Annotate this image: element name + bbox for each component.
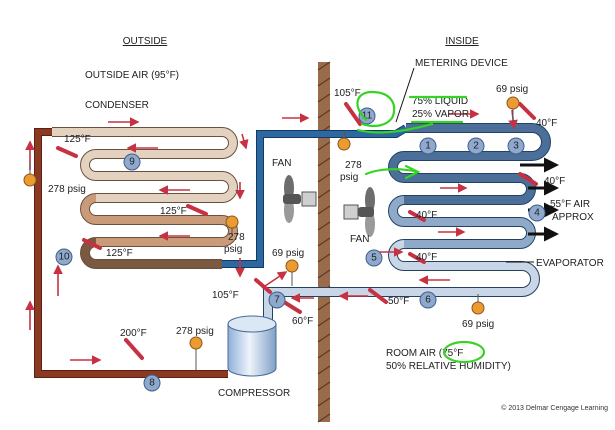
- outside-fan-icon: [283, 175, 317, 223]
- compressor-body: [227, 323, 277, 377]
- reading-40f-coil-2: 40°F: [416, 252, 437, 263]
- svg-text:2: 2: [473, 141, 479, 152]
- metering-device-label: METERING DEVICE: [415, 58, 508, 69]
- liquid-percent-label: 75% LIQUID: [412, 96, 468, 107]
- svg-text:9: 9: [129, 157, 135, 168]
- reading-105f-top: 105°F: [334, 88, 361, 99]
- reading-40f-top: 40°F: [536, 118, 557, 129]
- reading-60f: 60°F: [292, 316, 313, 327]
- reading-69psig-top: 69 psig: [496, 84, 528, 95]
- inside-fan-icon: [343, 187, 375, 237]
- reading-200f: 200°F: [120, 328, 147, 339]
- air-out-label-2: APPROX: [552, 212, 594, 223]
- reading-278psig-compressor: 278 psig: [176, 326, 214, 337]
- green-annotation-marks: [356, 90, 486, 364]
- point-badge-9: 9: [123, 153, 141, 171]
- reading-125f-mid: 125°F: [160, 206, 187, 217]
- point-badge-2: 2: [467, 137, 485, 155]
- copyright-text: © 2013 Delmar Cengage Learning: [501, 404, 608, 412]
- reading-278psig-left: 278 psig: [48, 184, 86, 195]
- point-badge-7: 7: [268, 291, 286, 309]
- reading-278-inside: 278: [345, 160, 362, 171]
- gauge-stems: [29, 109, 514, 370]
- point-badge-5: 5: [365, 249, 383, 267]
- compressor-top: [227, 315, 277, 333]
- condenser-coil-middle: [81, 194, 237, 246]
- svg-text:7: 7: [274, 295, 280, 306]
- svg-text:1: 1: [425, 141, 431, 152]
- reading-125f-top: 125°F: [64, 134, 91, 145]
- condenser-coil-upper: [52, 128, 237, 202]
- inside-header: INSIDE: [445, 36, 479, 47]
- point-badge-11: 11: [358, 107, 376, 125]
- reading-psig-inside: psig: [340, 172, 358, 183]
- reading-psig-right: psig: [224, 244, 242, 255]
- reading-40f-coil-1: 40°F: [416, 210, 437, 221]
- point-badge-10: 10: [55, 248, 73, 266]
- outside-header: OUTSIDE: [123, 36, 168, 47]
- compressor-label: COMPRESSOR: [218, 388, 290, 399]
- svg-text:3: 3: [513, 141, 519, 152]
- point-badge-3: 3: [507, 137, 525, 155]
- reading-40f-right: 40°F: [544, 176, 565, 187]
- vapor-percent-label: 25% VAPOR: [412, 109, 469, 120]
- svg-text:11: 11: [362, 111, 373, 122]
- point-badge-8: 8: [143, 374, 161, 392]
- pressure-gauges: [23, 96, 520, 350]
- inside-fan-label: FAN: [350, 234, 369, 245]
- point-badge-6: 6: [419, 291, 437, 309]
- wall-hatching: [317, 61, 331, 423]
- room-air-label: ROOM AIR (75°F: [386, 348, 463, 359]
- reading-125f-bottom: 125°F: [106, 248, 133, 259]
- reading-69psig-suction: 69 psig: [272, 248, 304, 259]
- metering-device-leader: [395, 67, 415, 123]
- hot-gas-line: [35, 129, 228, 377]
- thermometer-probes: [56, 102, 538, 360]
- room-humidity-label: 50% RELATIVE HUMIDITY): [386, 361, 511, 372]
- reading-50f: 50°F: [388, 296, 409, 307]
- condenser-label: CONDENSER: [85, 100, 149, 111]
- outside-air-label: OUTSIDE AIR (95°F): [85, 70, 179, 81]
- outside-fan-label: FAN: [272, 158, 291, 169]
- point-badge-1: 1: [419, 137, 437, 155]
- svg-text:6: 6: [425, 295, 431, 306]
- evaporator-label: EVAPORATOR: [536, 258, 604, 269]
- reading-105f-bottom: 105°F: [212, 290, 239, 301]
- reading-278-right: 278: [228, 232, 245, 243]
- evaporator-coil-middle: [389, 196, 535, 248]
- svg-text:8: 8: [149, 378, 155, 389]
- reading-69psig-bottom: 69 psig: [462, 319, 494, 330]
- svg-text:5: 5: [371, 253, 377, 264]
- air-out-label: 55°F AIR: [550, 199, 590, 210]
- svg-text:4: 4: [534, 208, 540, 219]
- point-badge-4: 4: [528, 204, 546, 222]
- svg-text:10: 10: [58, 252, 70, 263]
